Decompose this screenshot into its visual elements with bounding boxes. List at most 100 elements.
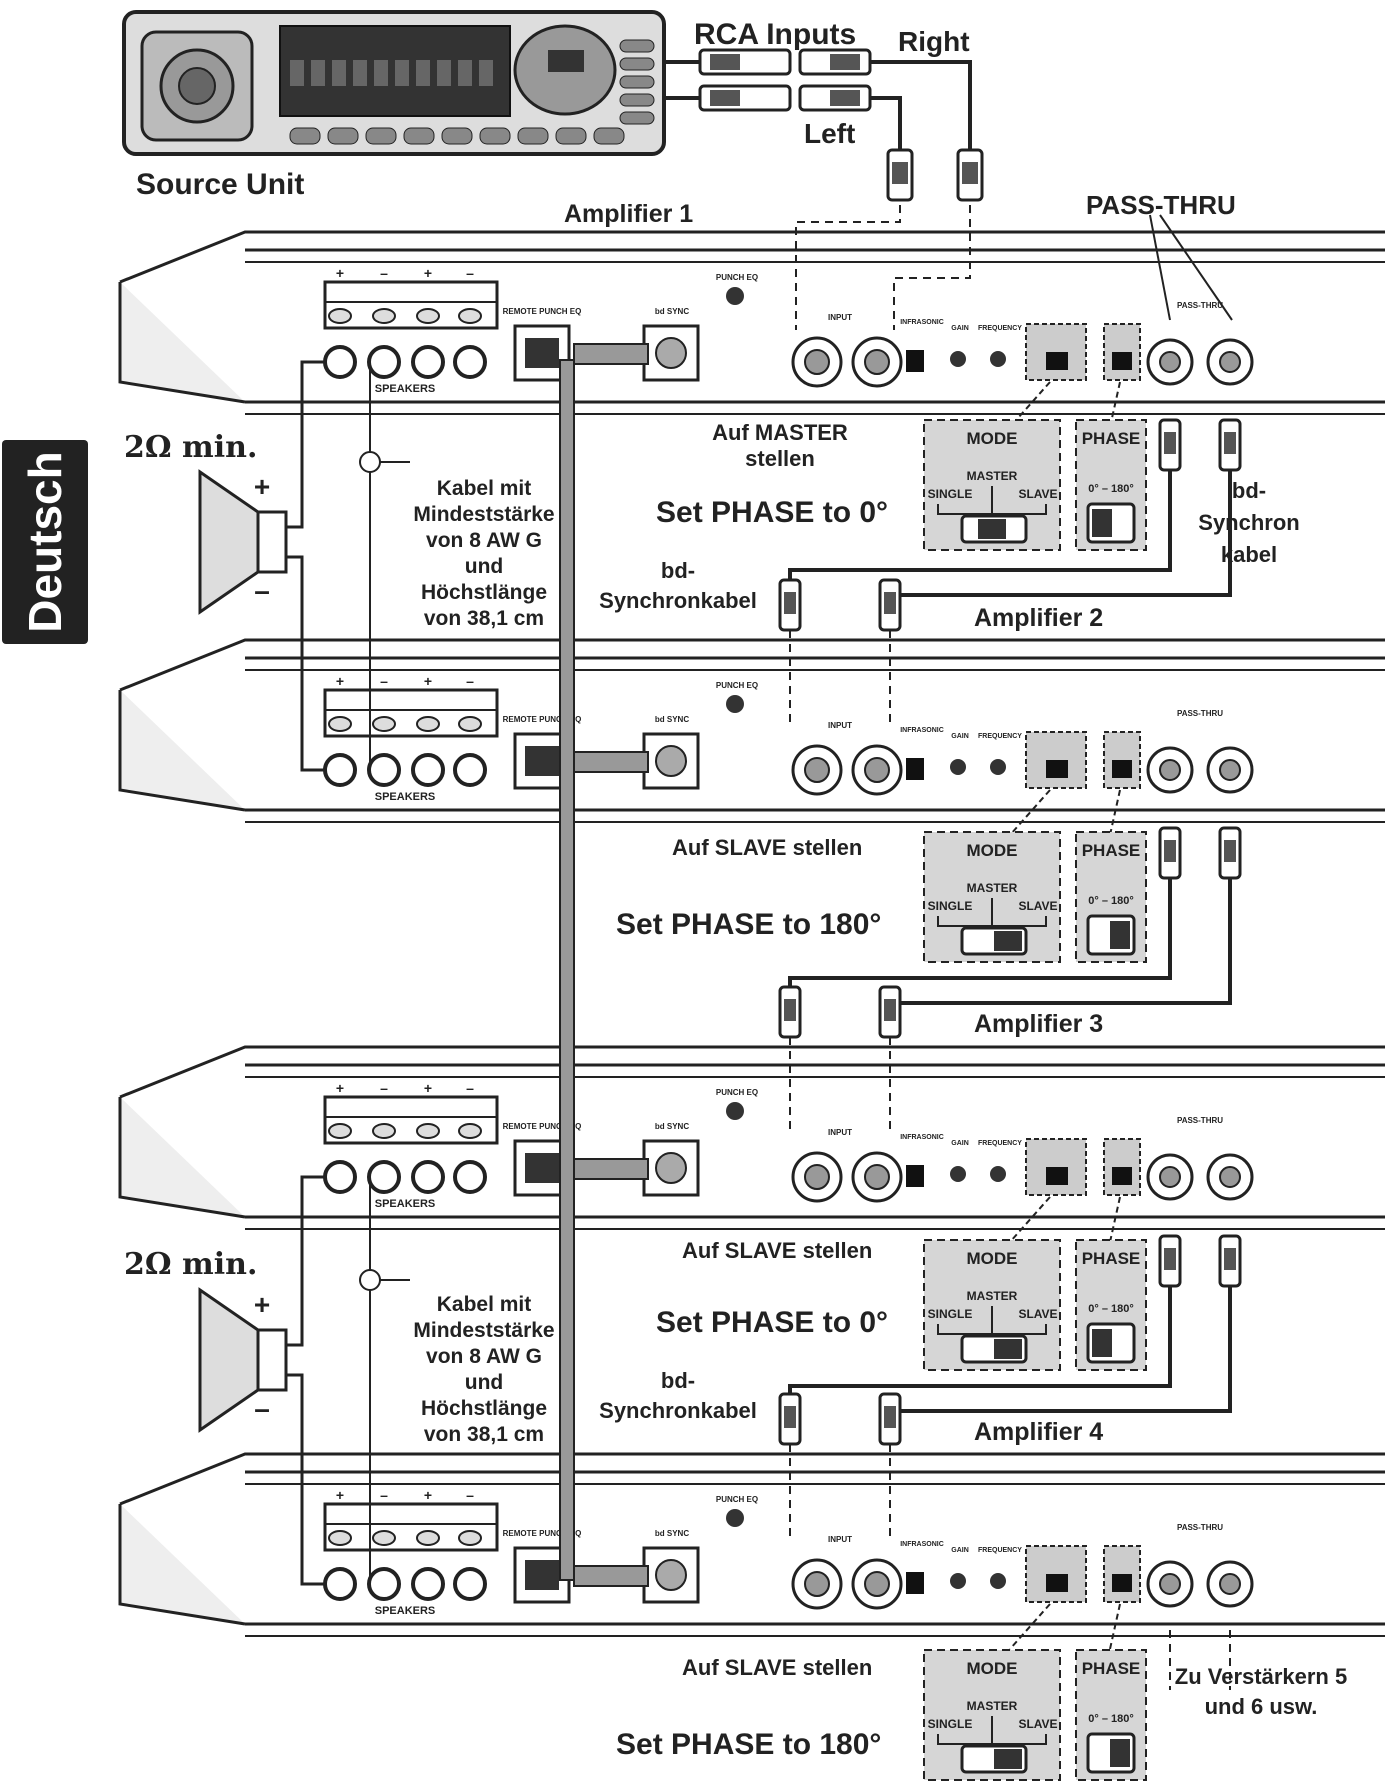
amp-end-cap (118, 1504, 246, 1626)
input-label: INPUT (828, 1128, 852, 1137)
preset-button (327, 127, 359, 145)
terminal-screw-icon (372, 716, 396, 732)
display-segment (374, 60, 388, 86)
jack-center (1219, 351, 1241, 373)
bd-sync-line: kabel (1220, 542, 1278, 567)
preset-button (555, 127, 587, 145)
frequency-label: FREQUENCY (978, 1547, 1022, 1554)
speaker-wire-positive (286, 1175, 325, 1347)
frequency-knob-icon (990, 759, 1006, 775)
terminal-screw-icon (328, 308, 352, 324)
jack-center (1219, 1166, 1241, 1188)
bd-sync-port-label: bd SYNC (655, 1529, 689, 1538)
phase-note-amp2: Set PHASE to 180° (616, 908, 882, 941)
terminal-screw-icon (372, 308, 396, 324)
impedance-label-lower: 2Ω min. (124, 1247, 258, 1282)
mode-slider-icon (1046, 352, 1068, 370)
gain-knob-icon (950, 759, 966, 775)
speaker-jack-icon (411, 753, 445, 787)
infrasonic-switch-icon (906, 350, 924, 372)
mode-single-label: SINGLE (928, 899, 973, 913)
rca-grip (710, 54, 740, 70)
bd-sync-port-label: bd SYNC (655, 1122, 689, 1131)
plus-sign: + (424, 1080, 432, 1096)
jack-center (864, 1164, 890, 1190)
speaker-wire-negative (286, 555, 325, 772)
mode-slave-label: SLAVE (1018, 899, 1057, 913)
mode-callout-title: MODE (967, 841, 1018, 860)
phase-range-label: 0° – 180° (1088, 483, 1134, 495)
left-rca-cable (870, 96, 902, 150)
speaker-wire-negative (286, 1373, 325, 1586)
speaker-magnet-icon (256, 1328, 288, 1392)
mode-single-label: SINGLE (928, 1307, 973, 1321)
terminal-screw-icon (458, 716, 482, 732)
phase-note-amp3: Set PHASE to 0° (656, 1306, 889, 1339)
punch-eq-cable-branch (573, 1158, 649, 1180)
callout-pointer (1109, 1603, 1121, 1650)
remote-punch-eq-label: REMOTE PUNCH EQ (503, 307, 582, 316)
bd-sync-cable-label-right: bd- Synchron kabel (1184, 475, 1314, 571)
amplifier-1-title: Amplifier 1 (564, 200, 694, 228)
minus-sign: – (466, 265, 474, 281)
amp-end-cap (118, 282, 246, 404)
rca-grip (784, 1406, 796, 1428)
right-rca-cable (870, 60, 972, 150)
rj-port-icon (525, 1560, 559, 1590)
preset-button (441, 127, 473, 145)
rca-input-cables (664, 48, 1233, 330)
speaker-jack-icon (411, 1160, 445, 1194)
mode-slave-label: SLAVE (1018, 487, 1057, 501)
display-segment (290, 60, 304, 86)
source-unit (122, 10, 666, 156)
remote-punch-eq-label: REMOTE PUNCH EQ (503, 715, 582, 724)
speaker-minus-icon: – (254, 575, 270, 606)
din-port-icon (655, 337, 687, 369)
cable-note-line: Höchstlänge (420, 581, 548, 604)
phase-slider-icon (1112, 760, 1132, 778)
mode-slave-label: SLAVE (1018, 1717, 1057, 1731)
bd-sync-cable-label-upper: bd- Synchronkabel (586, 556, 770, 616)
callout-pointer (1009, 1196, 1051, 1243)
mode-note-amp1: Auf MASTER stellen (712, 420, 848, 471)
rca-grip (1164, 840, 1176, 862)
cable-note-line: von 8 AW G (426, 529, 542, 552)
punch-eq-knob-icon (726, 287, 744, 305)
rca-inputs-label: RCA Inputs (694, 18, 857, 51)
rj-port-icon (525, 746, 559, 776)
input-label: INPUT (828, 1535, 852, 1544)
phase-slider-knob-icon (1110, 1739, 1130, 1767)
remote-punch-eq-label: REMOTE PUNCH EQ (503, 1122, 582, 1131)
speakers-label: SPEAKERS (375, 1198, 436, 1210)
speaker-cone-icon (198, 1287, 260, 1433)
phase-note-amp4: Set PHASE to 180° (616, 1728, 882, 1761)
callout-pointer (1009, 1603, 1051, 1650)
amp-end-cap (118, 1097, 246, 1219)
mode-callout-title: MODE (967, 1659, 1018, 1678)
cable-note-line: von 38,1 cm (423, 607, 545, 630)
source-unit-label: Source Unit (136, 168, 305, 201)
phase-callout-title: PHASE (1082, 1659, 1141, 1678)
subwoofer-1: +– (198, 360, 410, 772)
speaker-plus-icon: + (254, 1289, 270, 1320)
side-button (619, 93, 655, 107)
display-segment (395, 60, 409, 86)
minus-sign: – (380, 1080, 388, 1096)
bd-sync-rca-cable-1 (778, 418, 1242, 725)
plus-sign: + (336, 1080, 344, 1096)
mode-slider-icon (1046, 1167, 1068, 1185)
jack-center (804, 757, 830, 783)
speaker-jack-icon (323, 1160, 357, 1194)
amp-heatsink-top (119, 1045, 1385, 1099)
speaker-jack-icon (367, 1567, 401, 1601)
side-button (619, 57, 655, 71)
punch-eq-label: PUNCH EQ (716, 1088, 758, 1097)
terminal-screw-icon (372, 1530, 396, 1546)
gain-knob-icon (950, 351, 966, 367)
rca-grip (1224, 840, 1236, 862)
terminal-screw-icon (416, 308, 440, 324)
